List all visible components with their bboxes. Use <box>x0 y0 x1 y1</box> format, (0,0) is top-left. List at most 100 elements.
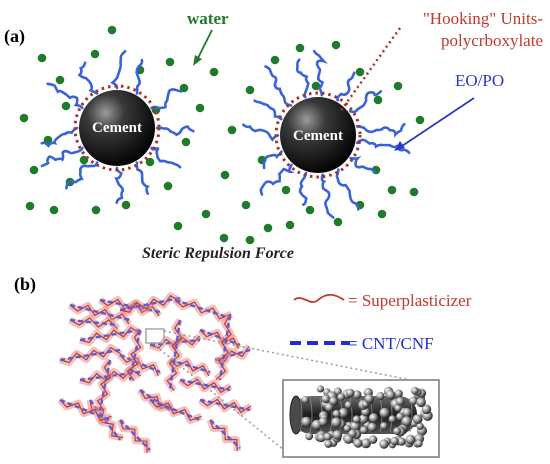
superplasticizer-strand <box>59 346 122 364</box>
eopo-pointer-head <box>394 141 405 151</box>
cnt-fiber <box>99 298 161 314</box>
water-dot <box>263 223 273 233</box>
hooking-label-line2: polycrboxylate <box>441 31 543 50</box>
polymer-chain <box>355 138 411 154</box>
panel-b-label: (b) <box>14 274 36 295</box>
legend-cnt-text: = CNT/CNF <box>348 334 434 353</box>
water-dot <box>219 233 229 243</box>
water-dot <box>179 83 189 93</box>
cnt-fiber <box>128 329 142 381</box>
hooking-pointer <box>338 27 402 113</box>
legend-superplasticizer-swatch <box>293 293 345 303</box>
cnt-fiber <box>69 318 119 327</box>
bead <box>416 397 426 408</box>
bead <box>405 434 416 445</box>
bead <box>301 416 312 427</box>
cnt-fiber <box>174 298 231 320</box>
water-dot <box>393 81 403 91</box>
zoom-line-top <box>163 330 437 386</box>
water-pointer-head <box>193 55 202 66</box>
zoom-source-box <box>145 328 165 344</box>
bead <box>421 404 432 415</box>
bead <box>393 427 401 435</box>
water-dot <box>281 185 291 195</box>
water-dot <box>295 43 305 53</box>
cement-sphere <box>280 97 356 173</box>
superplasticizer-strand <box>166 319 183 391</box>
legend: = Superplasticizer = CNT/CNF <box>290 291 472 353</box>
polymer-chain <box>348 90 383 114</box>
panel-a-label: (a) <box>4 26 25 47</box>
cnt-superplasticizer-network <box>57 292 253 453</box>
steric-caption: Steric Repulsion Force <box>142 245 294 262</box>
superplasticizer-halo <box>206 418 241 452</box>
bead <box>402 407 412 418</box>
tube-lattice-line <box>389 397 393 433</box>
cnt-fiber <box>199 328 241 347</box>
bead <box>337 393 346 401</box>
polymer-chain <box>320 173 335 219</box>
bead <box>411 386 419 395</box>
water-dot <box>121 200 131 210</box>
cement-sphere <box>79 90 155 166</box>
water-dot <box>415 115 425 125</box>
bead <box>343 434 354 444</box>
water-dot <box>270 55 280 65</box>
cnt-fiber <box>119 419 151 451</box>
water-dot <box>19 113 29 123</box>
water-dot <box>245 235 255 245</box>
cnt-fiber <box>199 398 251 412</box>
cement-label: Cement <box>92 120 142 136</box>
bead <box>361 438 371 449</box>
bead <box>380 422 388 430</box>
water-dot <box>241 200 251 210</box>
water-dot <box>37 53 47 63</box>
polymer-chain <box>295 58 310 99</box>
water-dot <box>209 67 219 77</box>
polymer-chain <box>355 122 406 138</box>
bead <box>360 426 368 435</box>
panel-a: (a) Cement Cement water "Hooking" Units-… <box>4 9 543 262</box>
superplasticizer-strand <box>119 295 182 313</box>
bead <box>353 438 363 448</box>
bead <box>329 396 338 406</box>
tube-lattice-line <box>299 397 303 433</box>
cnt-fiber <box>119 353 161 374</box>
bead <box>352 415 361 424</box>
polymer-chain <box>336 71 356 102</box>
polymer-chain <box>114 166 125 204</box>
bead <box>368 435 378 444</box>
superplasticizer-halo <box>116 418 151 453</box>
water-dot <box>220 170 230 180</box>
legend-superplasticizer-text: = Superplasticizer <box>348 291 472 310</box>
bead <box>390 436 399 446</box>
bead <box>415 439 423 448</box>
cnt-fiber <box>149 398 201 422</box>
cement-particle-right: Cement <box>274 91 362 179</box>
polymer-chain <box>46 82 84 110</box>
bead <box>409 396 418 406</box>
polymer-chain <box>264 65 293 107</box>
water-dot <box>49 205 59 215</box>
water-dot <box>181 137 191 147</box>
bead <box>324 402 334 412</box>
water-dot <box>195 103 205 113</box>
polymer-chain <box>298 171 308 206</box>
bead <box>344 401 353 409</box>
cnt-fiber <box>179 378 231 392</box>
bead <box>343 424 351 432</box>
water-dot <box>55 75 65 85</box>
superplasticizer-strand <box>179 378 232 394</box>
tube-lattice-line <box>309 397 313 433</box>
water-dot <box>173 221 183 231</box>
bead <box>301 396 310 404</box>
hooking-units-ring <box>274 91 362 179</box>
bead <box>316 385 324 393</box>
cnt-fiber <box>214 348 251 362</box>
bead <box>358 414 369 424</box>
bead <box>345 388 355 398</box>
polymer-chain <box>110 50 127 90</box>
water-dot <box>227 125 237 135</box>
bead <box>323 432 332 441</box>
polymer-chain <box>65 161 99 190</box>
